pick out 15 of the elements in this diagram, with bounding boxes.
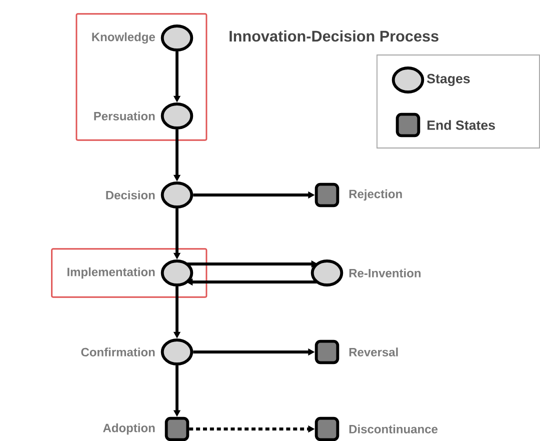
highlight-frame [51, 248, 208, 298]
highlight-frame [76, 13, 208, 141]
stage-label: Re-Invention [349, 268, 421, 278]
stage-label: Persuation [94, 112, 155, 120]
stage-label: Rejection [349, 189, 402, 201]
stage-label: Confirmation [81, 348, 155, 356]
stage-label: Discontinuance [349, 424, 438, 434]
stage-label: Adoption [103, 423, 155, 435]
legend-label: End States [428, 120, 495, 130]
stage-label: Decision [106, 190, 155, 200]
legend-label: Stages [426, 74, 470, 86]
stage-label: Knowledge [92, 32, 155, 44]
stage-label: Implementation [68, 267, 155, 279]
title: Innovation-Decision Process [230, 30, 438, 42]
stage-label: Reversal [349, 348, 398, 356]
